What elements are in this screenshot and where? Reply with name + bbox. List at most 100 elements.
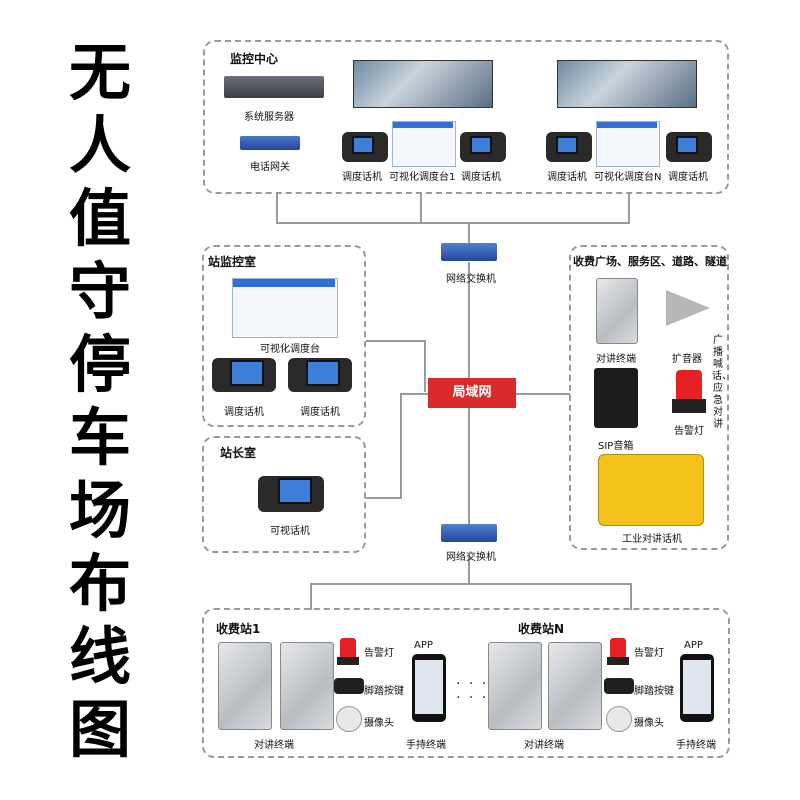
alarm-light-label: 告警灯 — [364, 648, 394, 659]
phone-screen-icon — [556, 136, 578, 154]
connector-line — [310, 583, 312, 610]
title-char: 守 — [68, 255, 131, 328]
monitor-center-title: 监控中心 — [230, 52, 279, 66]
industrial-phone-icon — [598, 454, 704, 526]
dispatch-phone-label: 调度话机 — [461, 172, 501, 183]
title-char: 车 — [68, 401, 131, 474]
title-char: 人 — [68, 109, 131, 182]
handheld-screen-icon — [683, 660, 711, 714]
intercom-terminal-icon — [218, 642, 272, 730]
phone-gateway-icon — [240, 136, 300, 150]
connector-line — [366, 340, 426, 342]
handheld-screen-icon — [415, 660, 443, 714]
dispatch-console-icon — [232, 278, 338, 338]
switch-label: 网络交换机 — [446, 274, 496, 285]
dispatch-phone-label: 调度话机 — [300, 407, 340, 418]
console-label: 可视化调度台1 — [389, 172, 456, 183]
network-switch-icon — [441, 524, 497, 542]
alarm-light-icon — [340, 638, 356, 658]
connector-line — [468, 222, 470, 244]
phone-screen-icon — [278, 478, 312, 504]
toll-area-title: 收费广场、服务区、道路、隧道 — [573, 255, 727, 268]
foot-switch-icon — [334, 678, 364, 694]
foot-switch-label: 脚踏按键 — [634, 686, 674, 697]
title-char: 图 — [68, 693, 131, 766]
connector-line — [420, 193, 422, 223]
connector-line — [400, 393, 428, 395]
ellipsis: · · · — [456, 690, 489, 706]
connector-line — [366, 497, 402, 499]
dispatch-phone-label: 调度话机 — [547, 172, 587, 183]
console-header-bar — [597, 122, 657, 128]
connector-line — [630, 583, 632, 610]
camera-icon — [606, 706, 632, 732]
video-phone-label: 可视话机 — [270, 526, 310, 537]
connector-line — [628, 193, 630, 223]
intercom-terminal-icon — [280, 642, 334, 730]
handheld-label: 手持终端 — [676, 740, 716, 751]
industrial-phone-label: 工业对讲话机 — [622, 534, 682, 545]
connector-line — [468, 555, 470, 585]
phone-screen-icon — [676, 136, 698, 154]
side-note: 广播喊话、应急对讲 — [712, 335, 732, 430]
connector-line — [310, 583, 632, 585]
video-wall-icon — [557, 60, 697, 108]
dispatch-phone-label: 调度话机 — [342, 172, 382, 183]
toll-station-1-title: 收费站1 — [216, 622, 261, 636]
alarm-light-icon — [610, 638, 626, 658]
intercom-terminal-icon — [488, 642, 542, 730]
diagram-title: 无 人 值 守 停 车 场 布 线 图 — [58, 36, 142, 766]
ellipsis: · · · — [456, 676, 489, 692]
station-master-title: 站长室 — [220, 446, 257, 460]
title-char: 场 — [68, 474, 131, 547]
alarm-light-icon — [676, 370, 702, 400]
intercom-terminal-icon — [548, 642, 602, 730]
toll-area-panel — [569, 245, 729, 550]
console-label: 可视化调度台 — [260, 344, 320, 355]
alarm-light-base — [607, 657, 629, 665]
toll-station-n-title: 收费站N — [518, 622, 565, 636]
monitor-center-panel — [203, 40, 729, 194]
phone-screen-icon — [306, 360, 340, 386]
phone-screen-icon — [352, 136, 374, 154]
connector-line — [400, 394, 402, 498]
intercom-terminal-label: 对讲终端 — [254, 740, 294, 751]
foot-switch-label: 脚踏按键 — [364, 686, 404, 697]
station-master-panel — [202, 436, 366, 553]
station-monitor-title: 站监控室 — [208, 255, 257, 269]
console-header-bar — [233, 279, 335, 287]
title-char: 值 — [68, 182, 131, 255]
camera-label: 摄像头 — [364, 718, 394, 729]
gateway-label: 电话网关 — [250, 162, 290, 173]
phone-screen-icon — [230, 360, 264, 386]
alarm-light-label: 告警灯 — [634, 648, 664, 659]
foot-switch-icon — [604, 678, 634, 694]
sip-speaker-icon — [594, 368, 638, 428]
camera-icon — [336, 706, 362, 732]
lan-box: 局域网 — [428, 378, 516, 408]
title-char: 停 — [68, 328, 131, 401]
dispatch-console-icon — [392, 121, 456, 167]
dispatch-phone-label: 调度话机 — [668, 172, 708, 183]
console-label: 可视化调度台N — [594, 172, 662, 183]
alarm-light-base — [672, 399, 706, 413]
toll-stations-panel — [202, 608, 730, 758]
title-char: 线 — [68, 620, 131, 693]
phone-screen-icon — [470, 136, 492, 154]
app-label: APP — [414, 640, 433, 651]
server-icon — [224, 76, 324, 98]
connector-line — [276, 193, 278, 223]
console-header-bar — [393, 122, 453, 128]
horn-label: 扩音器 — [672, 354, 702, 365]
alarm-light-base — [337, 657, 359, 665]
handheld-label: 手持终端 — [406, 740, 446, 751]
title-char: 无 — [68, 36, 131, 109]
network-switch-icon — [441, 243, 497, 261]
sip-speaker-label: SIP音箱 — [598, 441, 634, 452]
intercom-terminal-label: 对讲终端 — [524, 740, 564, 751]
alarm-light-label: 告警灯 — [674, 426, 704, 437]
intercom-terminal-icon — [596, 278, 638, 344]
title-char: 布 — [68, 547, 131, 620]
video-wall-icon — [353, 60, 493, 108]
horn-speaker-icon — [666, 290, 710, 326]
